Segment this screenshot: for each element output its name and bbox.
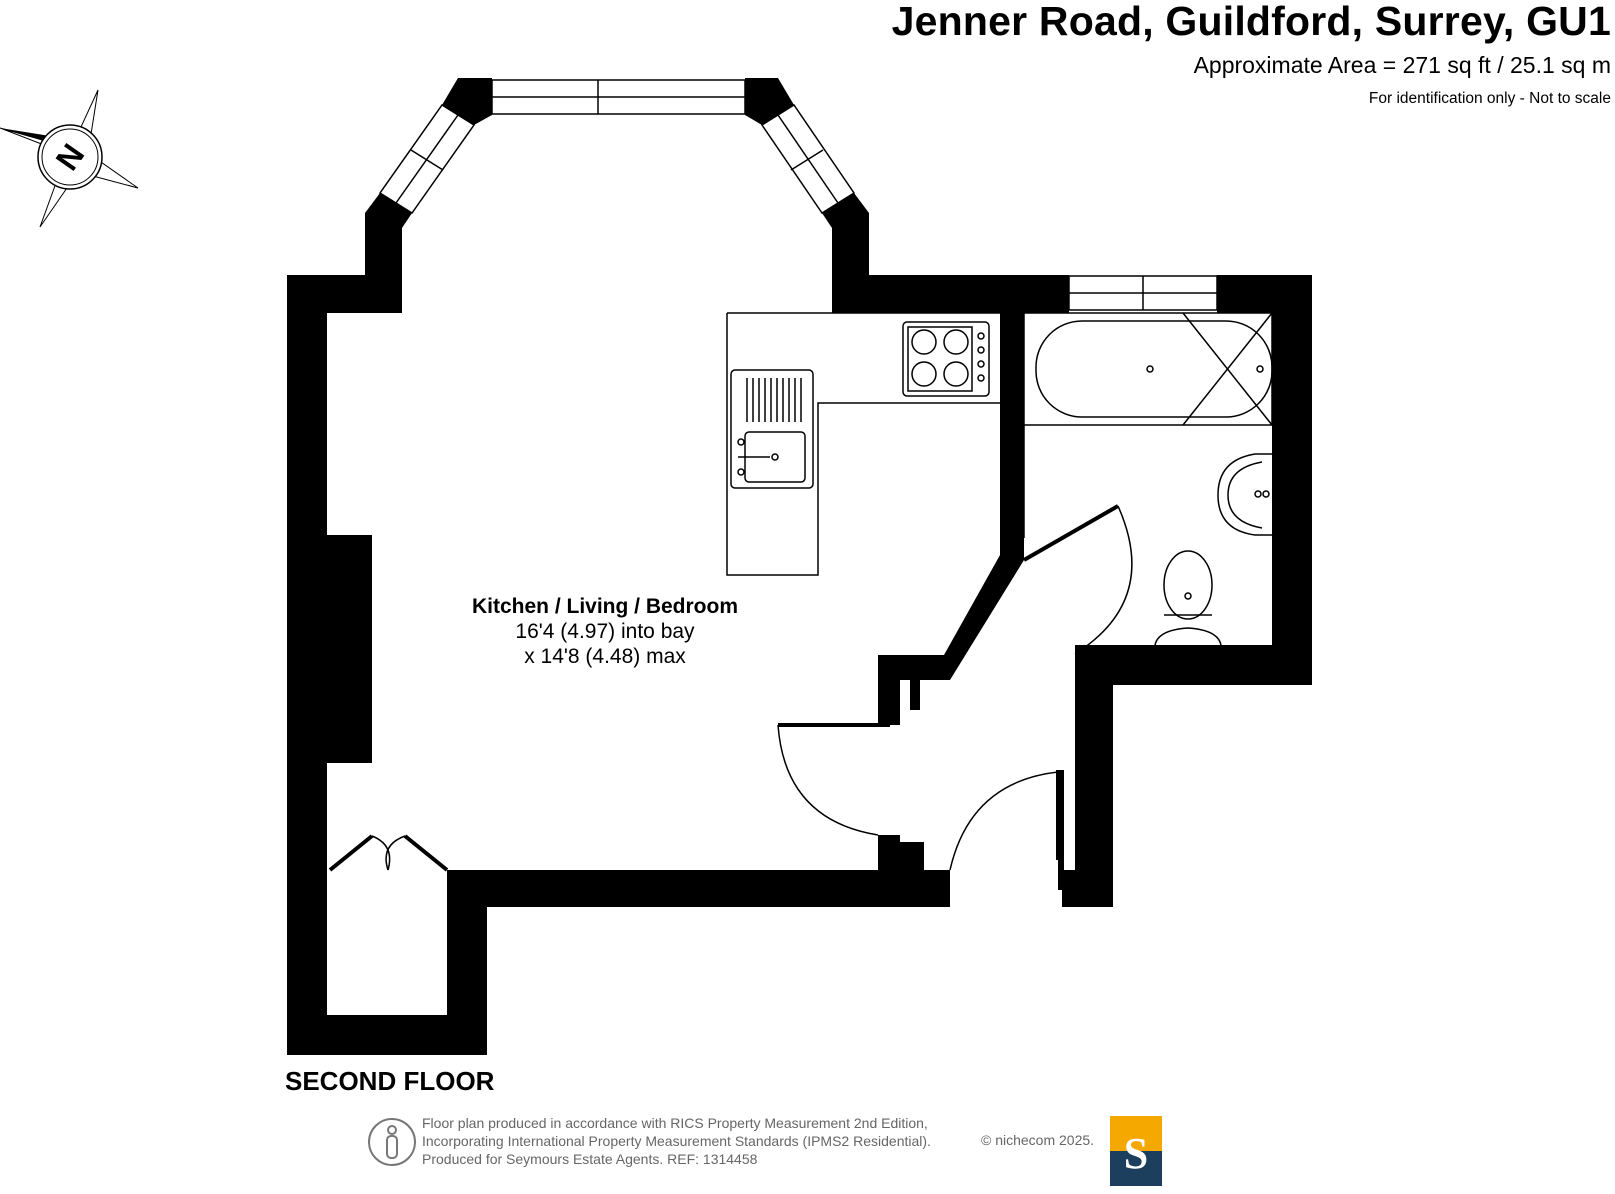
sink-drainer: [746, 378, 802, 422]
seymours-logo: S: [1110, 1116, 1162, 1186]
room-dimension-length: 16'4 (4.97) into bay: [515, 620, 695, 643]
footer-line-1: Floor plan produced in accordance with R…: [422, 1115, 928, 1131]
copyright: © nichecom 2025.: [981, 1132, 1095, 1148]
property-address-title: Jenner Road, Guildford, Surrey, GU1: [891, 0, 1611, 44]
room-dimension-width: x 14'8 (4.48) max: [524, 645, 686, 668]
logo-letter: S: [1124, 1129, 1148, 1178]
north-arrow-icon: N: [0, 89, 139, 228]
floor-label: SECOND FLOOR: [285, 1066, 495, 1096]
room-name: Kitchen / Living / Bedroom: [471, 595, 739, 618]
footer-line-2: Incorporating International Property Mea…: [422, 1133, 931, 1149]
footer: Floor plan produced in accordance with R…: [367, 1114, 1167, 1194]
walls: [287, 78, 1312, 1055]
footer-text: Floor plan produced in accordance with R…: [422, 1114, 931, 1168]
scale-disclaimer: For identification only - Not to scale: [1368, 90, 1611, 107]
approximate-area: Approximate Area = 271 sq ft / 25.1 sq m: [1193, 52, 1611, 78]
bay-windows: [378, 79, 1218, 311]
room-label-kitchen-living-bedroom: Kitchen / Living / Bedroom 16'4 (4.97) i…: [440, 594, 770, 669]
person-icon: [368, 1118, 416, 1166]
footer-line-3: Produced for Seymours Estate Agents. REF…: [422, 1151, 758, 1167]
doors: [328, 504, 1133, 872]
kitchen-counter: [726, 312, 1000, 576]
bathroom-fixtures: [1023, 312, 1273, 646]
